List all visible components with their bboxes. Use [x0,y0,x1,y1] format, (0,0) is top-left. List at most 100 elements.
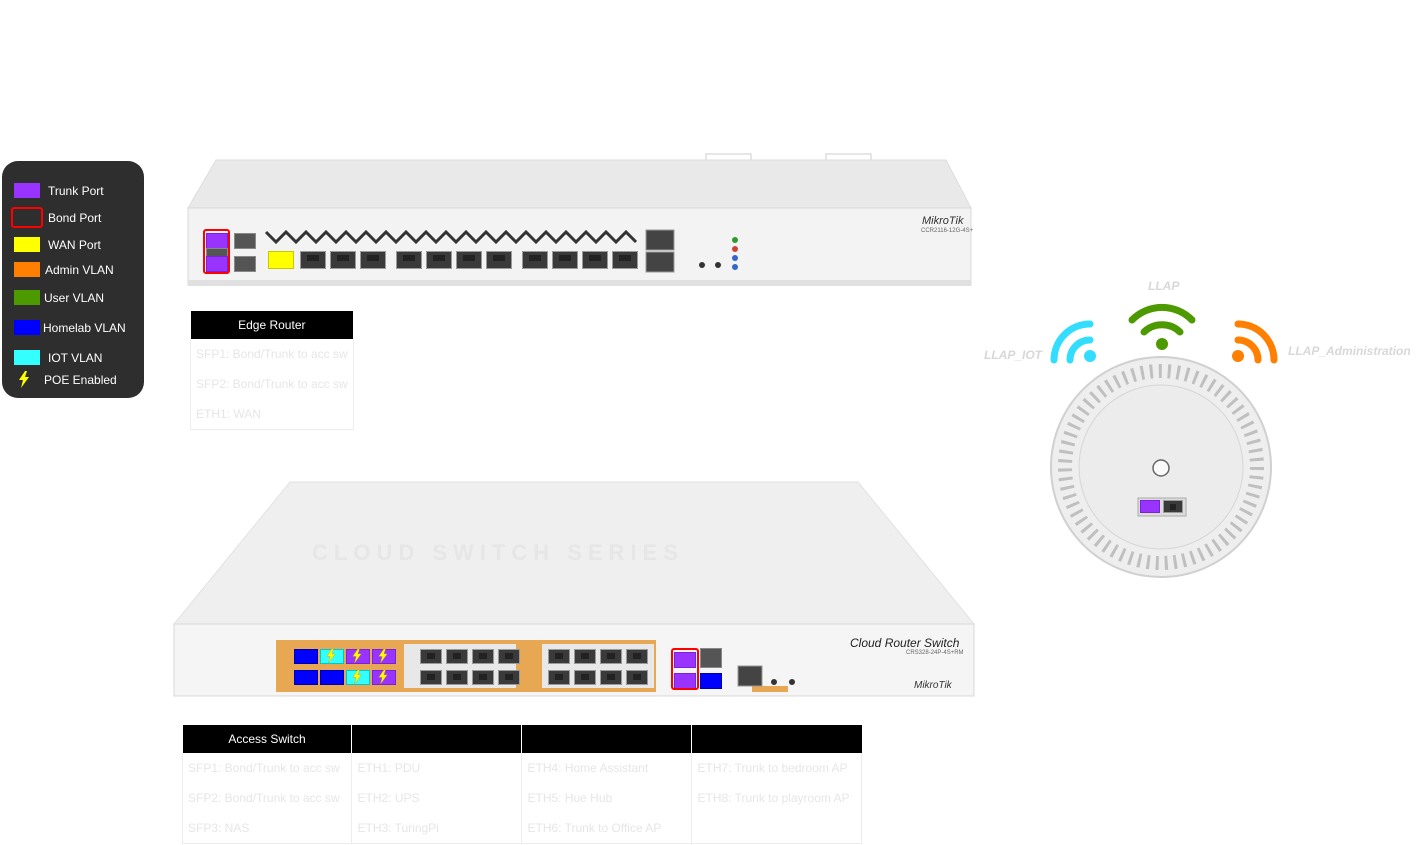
switch-port-17[interactable] [548,649,570,664]
ap-port-1[interactable] [1140,500,1160,513]
switch-bond-outline [671,648,699,690]
legend-label: POE Enabled [44,373,117,387]
iot-swatch [14,350,40,365]
column-header [521,725,692,753]
table-cell [691,813,862,844]
access-switch-header: Access Switch [182,725,352,753]
switch-brand: MikroTik [914,680,952,691]
column-header [691,725,862,753]
legend-item-iot: IOT VLAN [2,347,144,367]
switch-port-19[interactable] [574,649,596,664]
legend-item-homelab: Homelab VLAN [2,317,144,337]
switch-port-15[interactable] [498,649,520,664]
access-switch-table: Access Switch SFP1: Bond/Trunk to acc sw… [181,725,862,844]
user-swatch [14,290,40,305]
router-sfp4[interactable] [234,256,256,272]
ssid-main-label: LLAP [1148,279,1180,293]
poe-bolt-icon [378,648,388,664]
router-sfp2[interactable] [206,256,228,272]
legend-item-wan: WAN Port [2,234,144,254]
ap-port-2[interactable] [1163,500,1183,513]
legend-item-user: User VLAN [2,287,144,307]
switch-model: CRS328-24P-4S+RM [906,650,964,656]
table-cell: ETH6: Trunk to Office AP [521,813,693,844]
switch-port-11[interactable] [446,649,468,664]
router-eth10[interactable] [552,251,578,269]
router-eth5[interactable] [396,251,422,269]
switch-title: Cloud Router Switch [850,636,960,650]
table-cell: SFP2: Bond/Trunk to acc sw [181,783,353,813]
homelab-swatch [14,320,40,335]
ssid-admin-label: LLAP_Administration [1288,344,1411,358]
poe-bolt-icon [352,669,362,685]
router-eth6[interactable] [426,251,452,269]
router-eth7[interactable] [456,251,482,269]
legend-item-poe: POE Enabled [2,369,144,389]
router-eth11[interactable] [582,251,608,269]
legend-label: Admin VLAN [45,263,114,277]
switch-sfp3[interactable] [700,673,722,689]
access-switch: CLOUD SWITCH SERIES Cloud Router Switch … [172,478,978,700]
router-eth1[interactable] [268,251,294,269]
poe-bolt-icon [19,371,29,388]
router-eth12[interactable] [612,251,638,269]
switch-port-22[interactable] [600,670,622,685]
switch-port-12[interactable] [446,670,468,685]
bond-swatch [11,207,43,228]
table-cell: ETH1: PDU [351,753,523,783]
switch-sfp3-slot[interactable] [700,648,722,668]
router-eth4[interactable] [360,251,386,269]
router-chassis [187,153,972,286]
switch-port-18[interactable] [548,670,570,685]
legend-label: User VLAN [44,291,105,305]
router-eth8[interactable] [486,251,512,269]
wan-swatch [14,237,40,252]
table-cell: SFP2: Bond/Trunk to acc sw [190,369,354,399]
switch-port-4[interactable] [320,670,344,685]
router-eth3[interactable] [330,251,356,269]
wifi-iot-icon [1050,320,1096,364]
switch-port-10[interactable] [420,670,442,685]
legend-label: Bond Port [48,211,102,225]
wifi-admin-icon [1232,320,1278,364]
edge-router-table: Edge Router SFP1: Bond/Trunk to acc sw S… [190,311,354,430]
router-brand: MikroTik [922,215,964,227]
trunk-swatch [14,183,40,198]
switch-port-23[interactable] [626,649,648,664]
router-sfp3[interactable] [234,233,256,249]
table-cell: SFP1: Bond/Trunk to acc sw [190,339,354,369]
router-eth2[interactable] [300,251,326,269]
wifi-main-icon [1128,303,1196,350]
access-point: LLAP_IOT LLAP LLAP_Administration [980,270,1415,590]
legend-label: IOT VLAN [48,351,103,365]
switch-port-21[interactable] [600,649,622,664]
router-bond-outline [203,229,230,274]
legend-item-admin: Admin VLAN [2,259,144,279]
edge-router: MikroTik CCR2116-12G-4S+ [186,150,976,290]
legend-label: Trunk Port [48,184,104,198]
legend-label: Homelab VLAN [43,321,126,335]
legend-item-trunk: Trunk Port [2,180,144,200]
switch-port-1[interactable] [294,649,318,664]
poe-bolt-icon [378,669,388,685]
table-cell: ETH7: Trunk to bedroom AP [691,753,862,783]
table-cell: SFP3: NAS [181,813,353,844]
switch-port-16[interactable] [498,670,520,685]
ap-body [1050,356,1272,578]
switch-port-2[interactable] [294,670,318,685]
router-eth9[interactable] [522,251,548,269]
table-cell: SFP1: Bond/Trunk to acc sw [181,753,353,783]
switch-port-14[interactable] [472,670,494,685]
switch-port-13[interactable] [472,649,494,664]
table-cell: ETH4: Home Assistant [521,753,693,783]
poe-bolt-icon [352,648,362,664]
switch-port-9[interactable] [420,649,442,664]
legend-label: WAN Port [48,238,101,252]
poe-bolt-icon [326,648,336,664]
switch-port-24[interactable] [626,670,648,685]
table-cell: ETH5: Hue Hub [521,783,693,813]
switch-port-20[interactable] [574,670,596,685]
switch-chassis [172,481,976,697]
table-cell: ETH1: WAN [190,399,354,430]
switch-sfp1[interactable] [674,652,696,668]
